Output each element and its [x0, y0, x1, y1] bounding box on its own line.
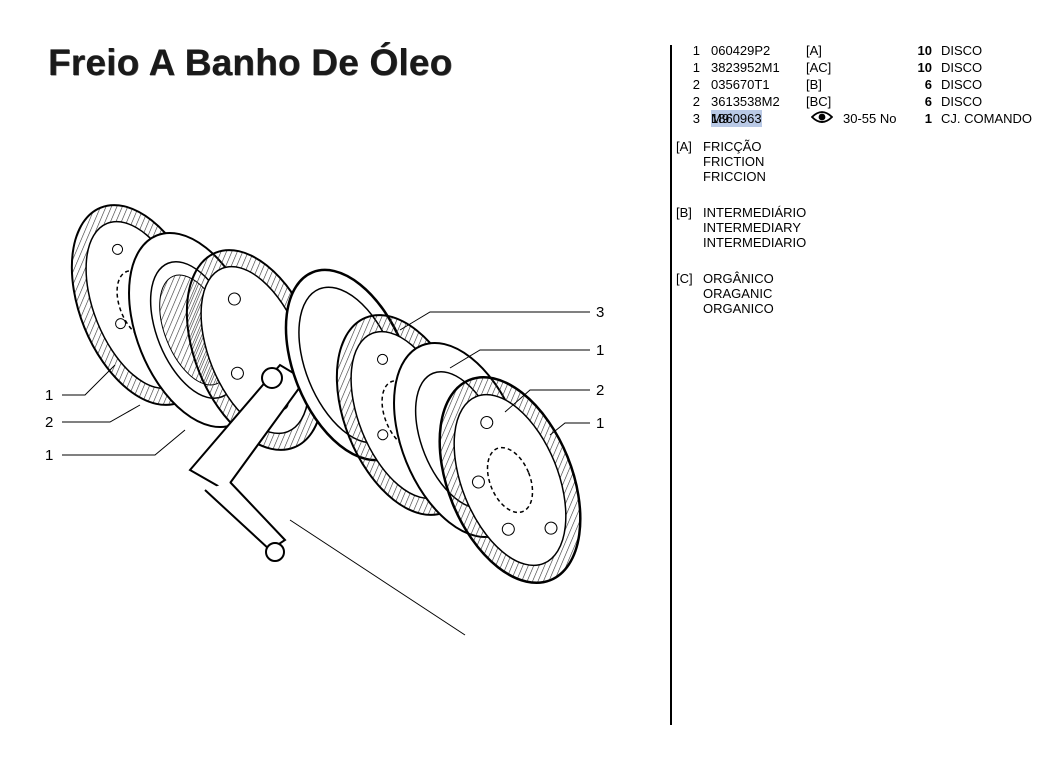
part-desc: DISCO — [941, 77, 983, 92]
part-ref: [B] — [806, 77, 822, 92]
note-code: [C] — [676, 271, 693, 286]
part-number[interactable]: 060429P2 — [711, 43, 771, 58]
page-title: Freio A Banho De Óleo — [48, 42, 453, 83]
serial-range: 30-55 No — [843, 111, 897, 126]
eye-icon[interactable] — [810, 110, 834, 128]
part-desc: DISCO — [941, 94, 983, 109]
part-qty: 1 — [692, 43, 700, 58]
notes-list: [A] FRICÇÃO FRICTION FRICCION [B] INTERM… — [676, 139, 876, 337]
part-number[interactable]: 3823952M1 — [711, 60, 780, 75]
parts-row: 1 060429P2 [A] 10 DISCO — [676, 42, 1046, 59]
exploded-brake-drawing: 1 2 1 3 1 2 1 — [45, 204, 604, 636]
actuator-linkage — [188, 363, 307, 562]
note-line: FRICÇÃO — [703, 139, 762, 154]
part-qty-total: 10 — [917, 43, 932, 58]
callout-label-left-2: 2 — [45, 414, 53, 431]
part-number-highlight: 1860963 — [711, 110, 762, 127]
part-qty-total: 6 — [924, 77, 932, 92]
part-qty-total: 1 — [924, 111, 932, 126]
note-code: [A] — [676, 139, 692, 154]
note-item: [C] ORGÂNICO ORAGANIC ORGANICO — [676, 271, 876, 317]
part-number[interactable]: 3613538M2 — [711, 94, 780, 109]
part-ref: [A] — [806, 43, 822, 58]
part-desc: DISCO — [941, 43, 983, 58]
note-line: FRICTION — [703, 154, 765, 169]
callout-label-right-4: 1 — [596, 415, 604, 432]
callout-leaders — [62, 311, 590, 456]
part-qty: 2 — [692, 77, 700, 92]
parts-row: 2 3613538M2 [BC] 6 DISCO — [676, 93, 1046, 110]
friction-disc-front-b — [438, 375, 582, 585]
callout-label-right-3: 2 — [596, 382, 604, 399]
note-line: INTERMEDIÁRIO — [703, 205, 807, 220]
note-line: ORGANICO — [703, 301, 774, 316]
note-line: INTERMEDIARY — [703, 220, 801, 235]
callout-label-right-2: 1 — [596, 342, 604, 359]
column-divider — [670, 45, 672, 725]
note-line: FRICCION — [703, 169, 766, 184]
part-qty: 1 — [692, 60, 700, 75]
part-qty-total: 6 — [924, 94, 932, 109]
callout-label-left-1: 1 — [45, 387, 53, 404]
axis-line — [289, 519, 466, 636]
note-line: ORGÂNICO — [703, 271, 774, 286]
part-desc: CJ. COMANDO — [941, 111, 1032, 126]
part-qty: 2 — [692, 94, 700, 109]
note-item: [A] FRICÇÃO FRICTION FRICCION — [676, 139, 876, 185]
parts-row: 2 035670T1 [B] 6 DISCO — [676, 76, 1046, 93]
part-desc: DISCO — [941, 60, 983, 75]
part-ref: [AC] — [806, 60, 832, 75]
callout-label-left-3: 1 — [45, 447, 53, 464]
parts-list: 1 060429P2 [A] 10 DISCO 1 3823952M1 [AC]… — [676, 42, 1046, 127]
part-ref: [BC] — [806, 94, 832, 109]
note-item: [B] INTERMEDIÁRIO INTERMEDIARY INTERMEDI… — [676, 205, 876, 251]
note-code: [B] — [676, 205, 692, 220]
note-line: INTERMEDIARIO — [703, 235, 807, 250]
part-qty-total: 10 — [917, 60, 932, 75]
part-qty: 3 — [692, 111, 700, 126]
part-number-rest: M9` — [711, 111, 734, 126]
callout-label-right-1: 3 — [596, 304, 604, 321]
part-number[interactable]: 035670T1 — [711, 77, 770, 92]
note-line: ORAGANIC — [703, 286, 773, 301]
parts-row: 1 3823952M1 [AC] 10 DISCO — [676, 59, 1046, 76]
